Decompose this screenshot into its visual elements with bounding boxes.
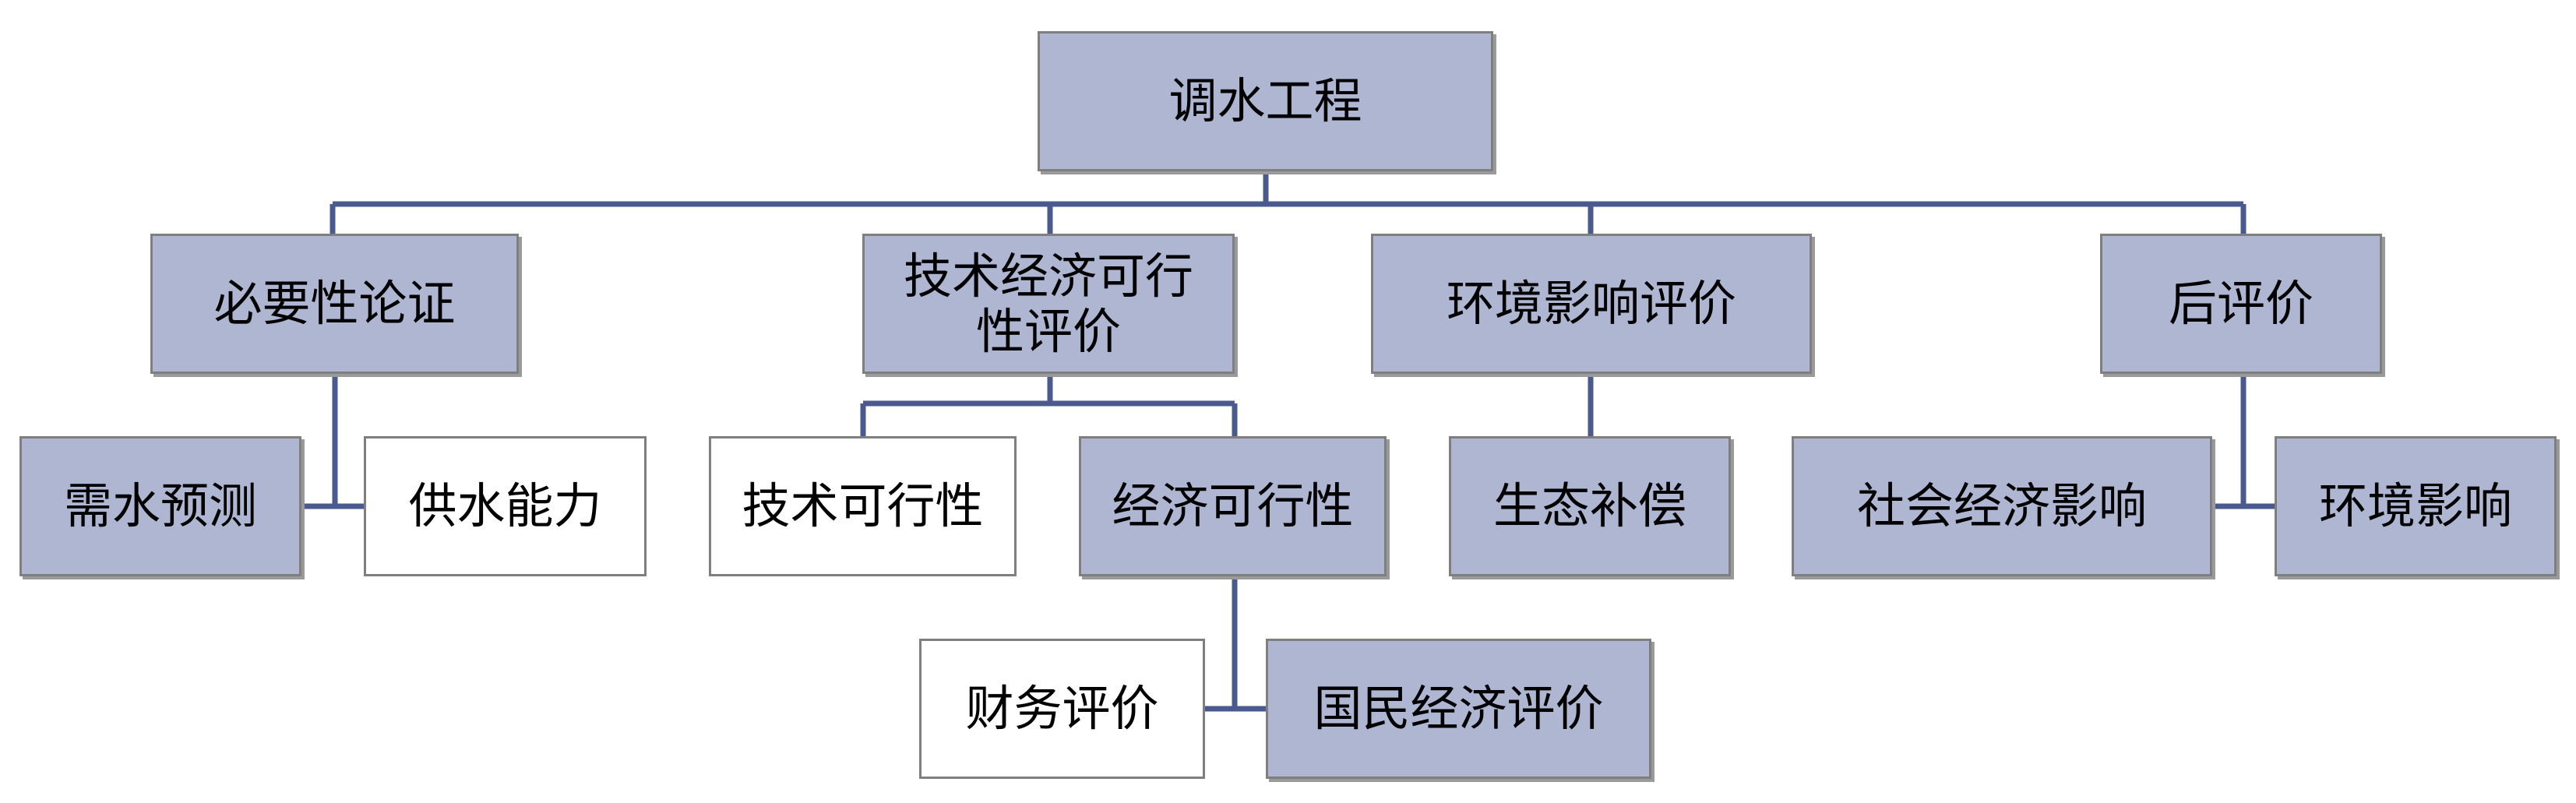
node-eco-compensation: 生态补偿 bbox=[1449, 436, 1731, 576]
node-tech-feasibility: 技术可行性 bbox=[709, 436, 1017, 576]
node-env-impact: 环境影响 bbox=[2275, 436, 2557, 576]
node-econ-feasibility: 经济可行性 bbox=[1079, 436, 1387, 576]
node-root: 调水工程 bbox=[1038, 31, 1493, 171]
node-tech-feasibility-label: 技术可行性 bbox=[742, 477, 984, 535]
node-social-econ-impact-label: 社会经济影响 bbox=[1856, 477, 2147, 535]
node-post-label: 后评价 bbox=[2168, 275, 2313, 333]
node-necessity-label: 必要性论证 bbox=[213, 275, 456, 333]
node-necessity: 必要性论证 bbox=[150, 234, 519, 374]
node-national-econ-eval: 国民经济评价 bbox=[1266, 639, 1651, 779]
node-post: 后评价 bbox=[2100, 234, 2382, 374]
node-eco-compensation-label: 生态补偿 bbox=[1492, 477, 1686, 535]
node-water-demand-label: 需水预测 bbox=[63, 477, 257, 535]
node-tech-econ: 技术经济可行性评价 bbox=[862, 234, 1235, 374]
node-water-supply: 供水能力 bbox=[364, 436, 647, 576]
node-financial-eval: 财务评价 bbox=[919, 639, 1205, 779]
node-tech-econ-label: 技术经济可行性评价 bbox=[903, 247, 1193, 360]
node-env-impact-label: 环境影响 bbox=[2318, 477, 2512, 535]
node-social-econ-impact: 社会经济影响 bbox=[1792, 436, 2212, 576]
node-econ-feasibility-label: 经济可行性 bbox=[1112, 477, 1354, 535]
node-national-econ-eval-label: 国民经济评价 bbox=[1313, 680, 1604, 738]
node-water-supply-label: 供水能力 bbox=[408, 477, 602, 535]
node-environment: 环境影响评价 bbox=[1371, 234, 1812, 374]
node-root-label: 调水工程 bbox=[1168, 72, 1362, 130]
node-financial-eval-label: 财务评价 bbox=[965, 680, 1159, 738]
node-water-demand: 需水预测 bbox=[19, 436, 301, 576]
node-environment-label: 环境影响评价 bbox=[1446, 275, 1736, 333]
